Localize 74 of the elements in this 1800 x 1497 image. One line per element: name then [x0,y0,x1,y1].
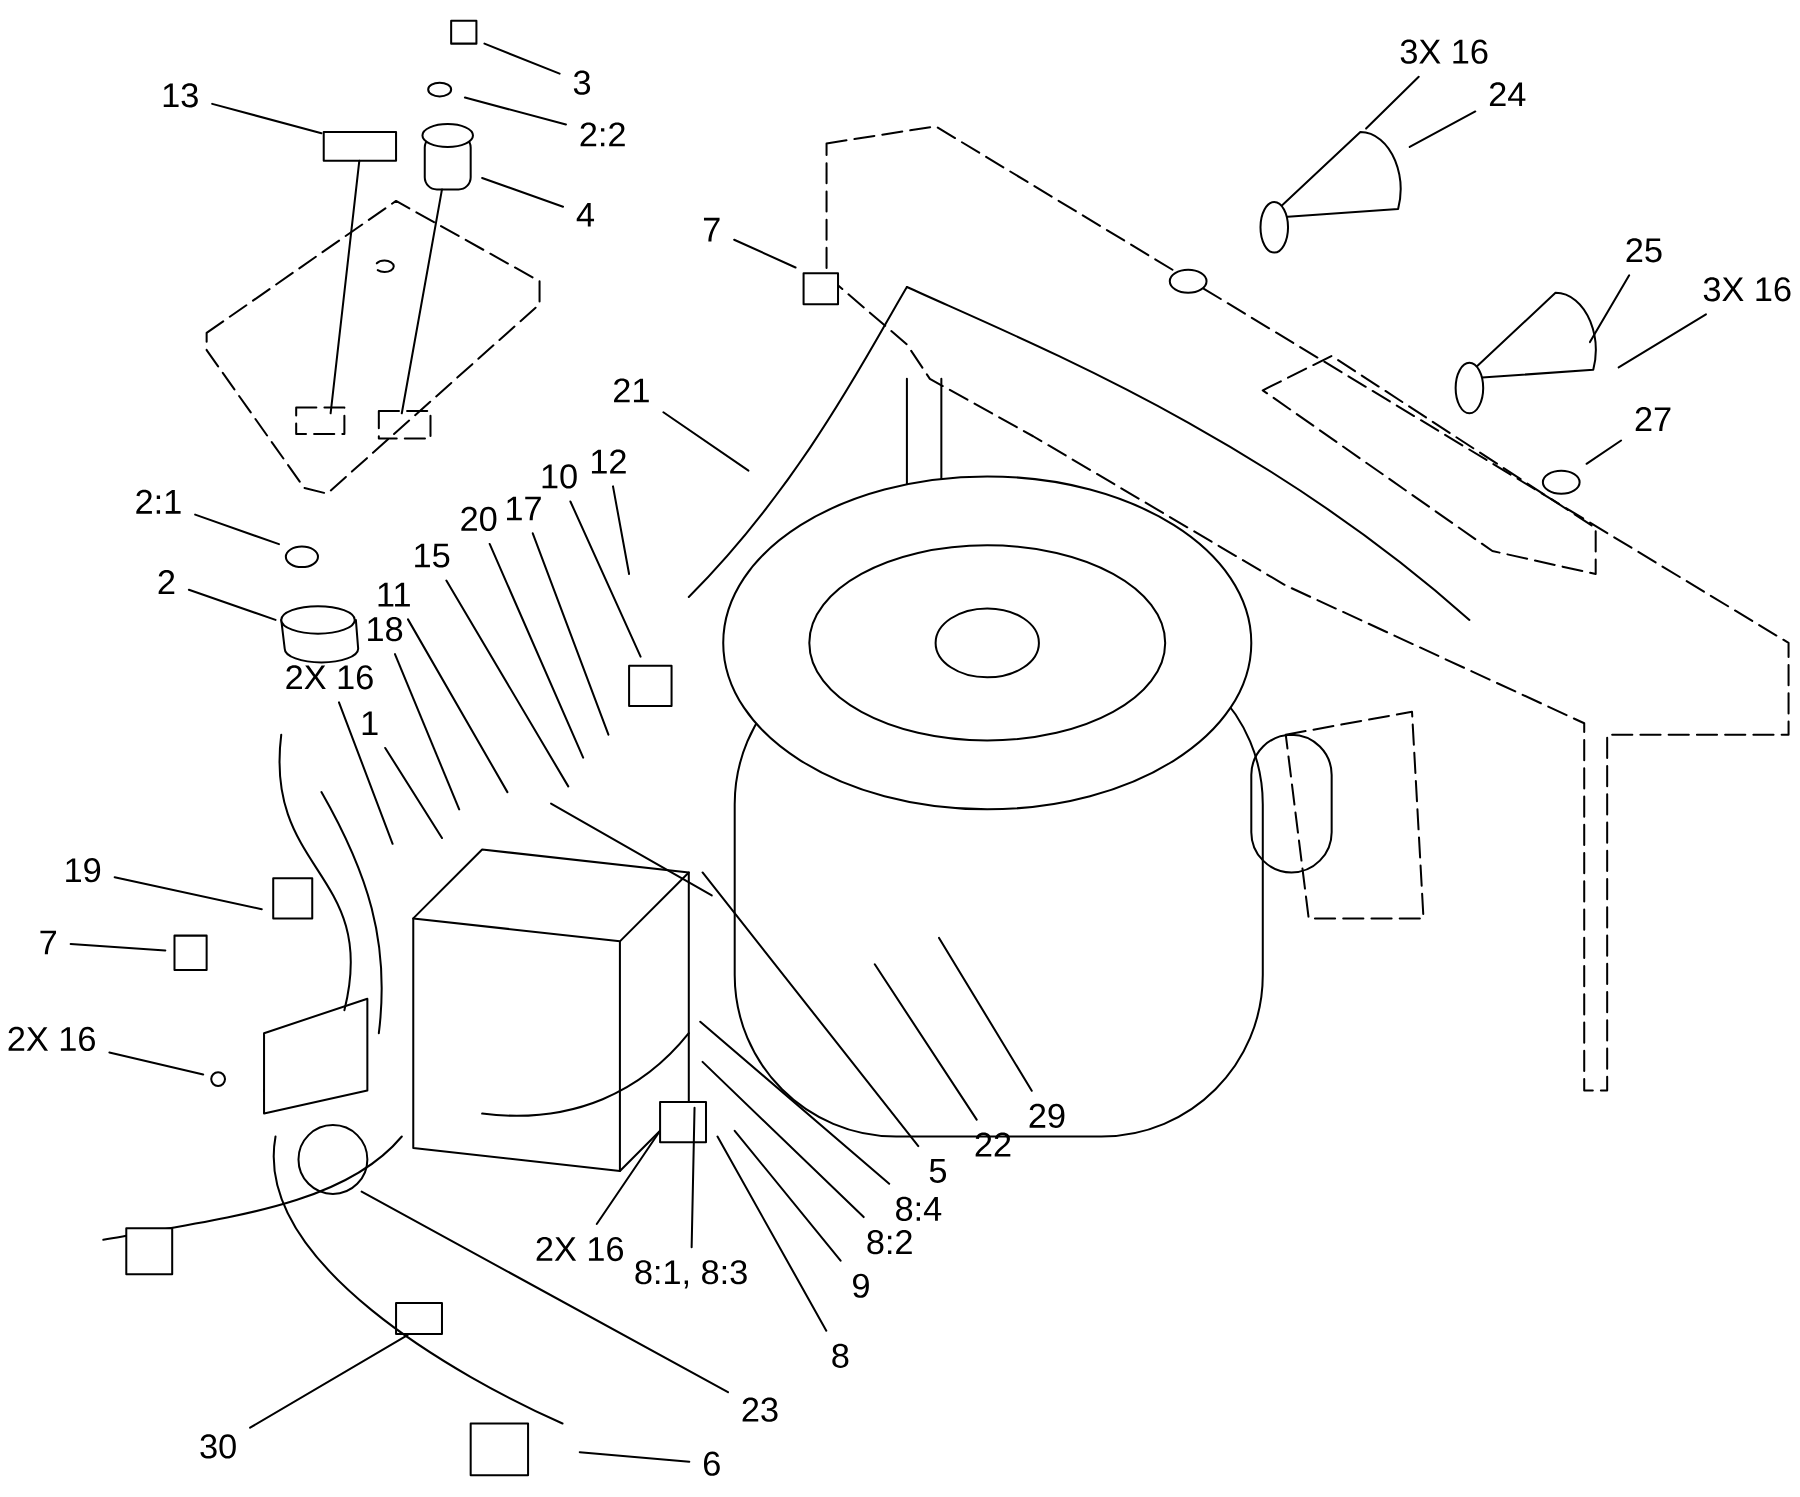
callout-number: 5 [929,1159,946,1183]
callout-number: 20 [461,506,497,532]
leader-line [690,1106,696,1249]
leader-line [249,1334,409,1429]
callout-number: 30 [200,1434,236,1459]
leader-line [194,513,280,546]
leader-line [108,1051,205,1076]
leader-line [595,1129,662,1225]
callout-number: 2X 16 [8,1026,95,1052]
callout-number: 2:2 [580,122,625,147]
callout-number: 3 [573,70,591,95]
leader-line [578,1451,691,1463]
leader-line [483,42,561,75]
callout-number: 13 [163,83,198,108]
leader-line [716,1135,828,1332]
leader-line [1408,110,1477,148]
callout-number: 22 [975,1132,1011,1157]
callout-number: 17 [507,496,541,521]
leader-line [733,238,797,269]
callout-number: 2 [158,570,175,595]
leader-line [406,618,509,794]
callout-number: 19 [66,858,101,883]
callout-number: 7 [40,930,56,955]
leader-line [1585,439,1623,465]
leader-line [113,876,263,911]
leader-line [488,542,585,759]
callout-number: 29 [1029,1103,1065,1128]
callout-number: 24 [1489,82,1526,107]
callout-number: 2X 16 [536,1236,623,1262]
leader-line [701,1060,865,1219]
callout-number: 1 [362,711,378,736]
callout-number: 8:1, 8:3 [635,1260,747,1289]
callout-number: 8 [832,1343,849,1368]
leader-line [384,746,443,840]
callout-number: 3X 16 [1703,277,1791,302]
callout-number: 27 [1635,407,1671,431]
leader-line [337,701,394,845]
callout-number: 25 [1626,238,1662,263]
leader-line [69,943,167,952]
leader-line [699,1020,891,1185]
callout-number: 11 [378,582,410,607]
callout-number: 2X 16 [286,665,373,690]
leader-line [463,96,567,126]
callout-number: 3X 16 [1400,39,1488,64]
leader-line [187,588,277,621]
leader-line [1365,75,1420,130]
callout-number: 12 [591,449,626,474]
leader-line [445,579,570,788]
leader-line [211,102,323,135]
callout-number: 8:4 [896,1196,942,1221]
leader-line [938,936,1033,1092]
leader-line [569,500,642,658]
callout-number: 10 [542,464,577,489]
callout-number: 4 [576,202,595,227]
leader-line [1617,313,1707,369]
callout-number: 9 [853,1273,869,1298]
leader-line [701,871,920,1148]
leader-line [531,532,610,736]
leader-line [481,176,565,208]
callout-number: 15 [415,543,450,568]
leader-line [662,411,750,472]
leader-line [733,1129,842,1262]
callout-number: 21 [614,378,649,403]
callout-number: 23 [742,1397,778,1422]
callout-number: 18 [368,617,403,642]
leader-line [612,485,631,576]
callout-number: 8:2 [867,1230,912,1255]
callout-number: 6 [704,1451,720,1476]
leader-line [393,653,461,811]
leader-line [1588,274,1631,344]
callout-number: 7 [704,217,720,242]
callout-number: 2:1 [136,489,181,514]
leader-line [360,1190,729,1394]
leader-line [873,963,978,1121]
